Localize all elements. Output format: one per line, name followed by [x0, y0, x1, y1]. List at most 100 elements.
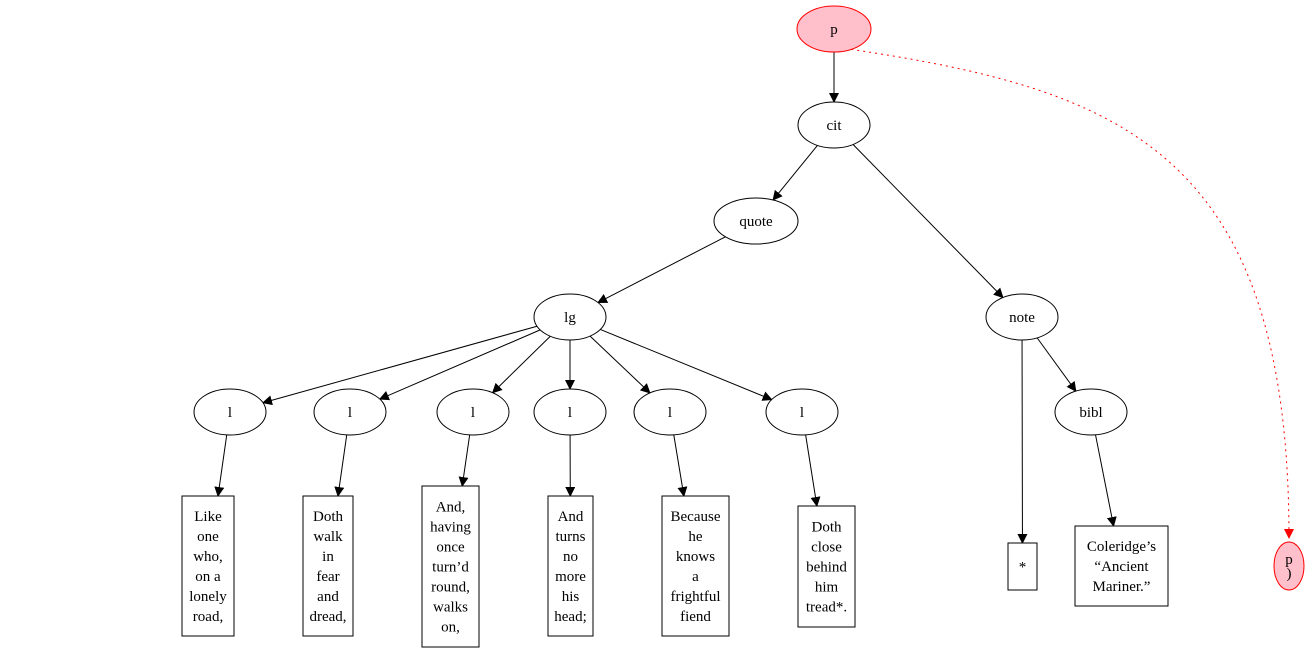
edge-note-to-bibl: [1036, 337, 1077, 392]
node-l6: l: [765, 388, 839, 436]
edge-cit-to-quote: [772, 145, 818, 201]
node-t4-line: his: [562, 589, 580, 605]
node-lg-label: lg: [564, 310, 576, 326]
node-l1: l: [193, 388, 267, 436]
edge-quote-to-lg: [597, 236, 726, 304]
node-l5-shape: [633, 388, 707, 436]
node-cit-shape: [797, 101, 871, 149]
node-t3-line: on,: [441, 620, 460, 636]
node-p_end-shape: [1273, 541, 1305, 591]
node-lg: lg: [533, 293, 607, 341]
edge-lg-to-l2: [378, 329, 541, 401]
edge-l6-to-t6: [805, 434, 821, 507]
edge-lg-to-l3: [491, 335, 551, 394]
node-p_end-line: p: [1285, 552, 1293, 568]
node-tstar-shape: [1007, 542, 1038, 591]
node-cit: cit: [797, 101, 871, 149]
node-l2: l: [313, 388, 387, 436]
node-t2-line: dread,: [309, 609, 346, 625]
node-t5-line: he: [688, 529, 703, 545]
node-t5-line: fiend: [680, 609, 711, 625]
node-t5-line: frightful: [671, 589, 721, 605]
edge-lg-to-l5: [589, 335, 651, 394]
node-quote: quote: [713, 197, 799, 245]
node-t2-shape: [302, 495, 354, 637]
node-p_end-line: ): [1287, 566, 1292, 582]
node-l1-label: l: [228, 405, 232, 421]
node-p_end: p): [1273, 541, 1305, 591]
node-l4-shape: [533, 388, 607, 436]
node-t1: Like one who, on a lonely road,: [181, 495, 235, 637]
node-note-shape: [985, 293, 1059, 341]
edge-lg-to-l1: [262, 325, 538, 406]
node-t4-line: And: [558, 509, 584, 525]
edges: [214, 48, 1294, 544]
node-t5-line: Because: [671, 509, 721, 525]
node-p_root-shape: [796, 5, 872, 53]
node-t1-line: on a: [195, 569, 221, 585]
node-l1-shape: [193, 388, 267, 436]
node-t4-line: no: [563, 549, 578, 565]
node-l3-label: l: [471, 405, 475, 421]
node-t2-line: Doth: [313, 509, 344, 525]
node-t1-line: lonely: [189, 589, 227, 605]
node-t5: Because he knows a frightful fiend: [661, 495, 730, 637]
node-t1-line: road,: [193, 609, 223, 625]
node-t1-line: who,: [193, 549, 223, 565]
node-l6-shape: [765, 388, 839, 436]
node-t1-shape: [181, 495, 235, 637]
node-l5-label: l: [668, 405, 672, 421]
node-t5-line: knows: [676, 549, 715, 565]
node-t6-line: him: [815, 580, 839, 596]
node-t3-line: And,: [436, 500, 466, 516]
node-tbibl-line: Mariner.”: [1093, 579, 1151, 595]
node-tstar: *: [1007, 542, 1038, 591]
node-p_root-label: p: [830, 22, 838, 38]
node-t3-line: once: [436, 540, 465, 556]
node-t1-line: Like: [194, 509, 222, 525]
node-lg-shape: [533, 293, 607, 341]
node-l2-label: l: [348, 405, 352, 421]
node-t3-line: having: [430, 520, 471, 536]
node-tstar-line: *: [1019, 560, 1027, 576]
node-t1-line: one: [197, 529, 219, 545]
node-t5-line: a: [692, 569, 699, 585]
node-t4-line: head;: [554, 609, 586, 625]
node-note: note: [985, 293, 1059, 341]
node-quote-shape: [713, 197, 799, 245]
node-t2-line: in: [322, 549, 334, 565]
node-t3: And, having once turn’d round, walks on,: [421, 485, 480, 648]
node-tbibl-shape: [1074, 525, 1169, 607]
node-l4: l: [533, 388, 607, 436]
edge-lg-to-l6: [600, 328, 773, 401]
node-t5-shape: [661, 495, 730, 637]
node-t3-line: walks: [433, 600, 468, 616]
node-t3-line: round,: [431, 580, 470, 596]
node-l6-label: l: [800, 405, 804, 421]
node-t6-line: behind: [806, 560, 847, 576]
node-t2-line: fear: [316, 569, 339, 585]
node-t3-line: turn’d: [432, 560, 469, 576]
node-bibl-label: bibl: [1079, 405, 1102, 421]
edge-l3-to-t3: [458, 434, 471, 487]
node-l4-label: l: [568, 405, 572, 421]
node-t6-line: Doth: [812, 520, 843, 536]
node-t6-shape: [797, 505, 856, 628]
edge-bibl-to-tbibl: [1095, 434, 1117, 527]
edge-cit-to-note: [852, 144, 1004, 299]
node-l3-shape: [436, 388, 510, 436]
node-t4-line: more: [555, 569, 586, 585]
node-note-label: note: [1009, 310, 1035, 326]
node-t4-shape: [547, 495, 594, 637]
node-t3-shape: [421, 485, 480, 648]
node-l3: l: [436, 388, 510, 436]
node-quote-label: quote: [739, 214, 773, 230]
node-bibl: bibl: [1054, 388, 1128, 436]
node-t6-line: tread*.: [806, 600, 847, 616]
node-p_root: p: [796, 5, 872, 53]
edge-l2-to-t2: [334, 434, 348, 497]
